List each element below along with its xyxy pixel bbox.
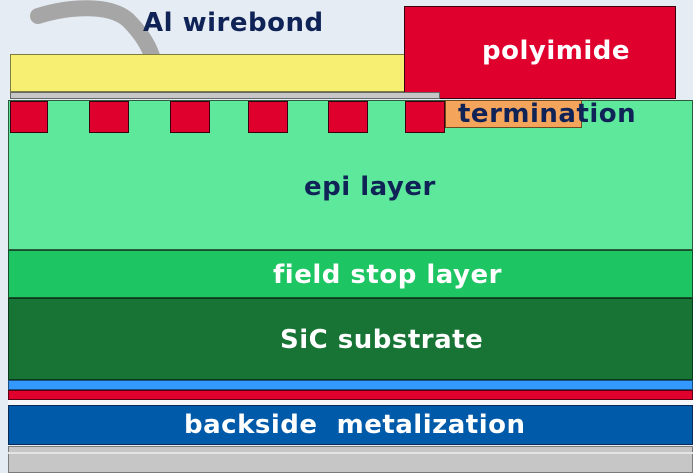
termination-region [445, 100, 582, 128]
base-layer [8, 446, 693, 473]
pad-barrier-line [10, 92, 440, 99]
sic-substrate-layer [8, 298, 693, 380]
implant-block [170, 101, 210, 133]
backside-metalization-layer [8, 405, 693, 445]
wirebond-label: Al wirebond [143, 8, 324, 38]
polyimide-layer [404, 6, 676, 99]
implant-block [248, 101, 288, 133]
thin-red-layer [8, 390, 693, 400]
polyimide-label: polyimide [482, 36, 630, 66]
implant-block [328, 101, 368, 133]
implant-block [89, 101, 129, 133]
field-stop-layer [8, 250, 693, 298]
implant-block [405, 101, 445, 133]
thin-blue-layer [8, 380, 693, 390]
termination-label: termination [458, 99, 637, 129]
implant-block [10, 101, 48, 133]
substrate-label: SiC substrate [280, 325, 484, 355]
field-stop-label: field stop layer [273, 260, 502, 290]
top-metal-pad [10, 54, 423, 92]
interlayer-gap [8, 400, 693, 405]
base-highlight-line [8, 452, 693, 454]
backside-metalization-label: backside metalization [184, 410, 526, 440]
epi-layer-label: epi layer [304, 172, 436, 202]
